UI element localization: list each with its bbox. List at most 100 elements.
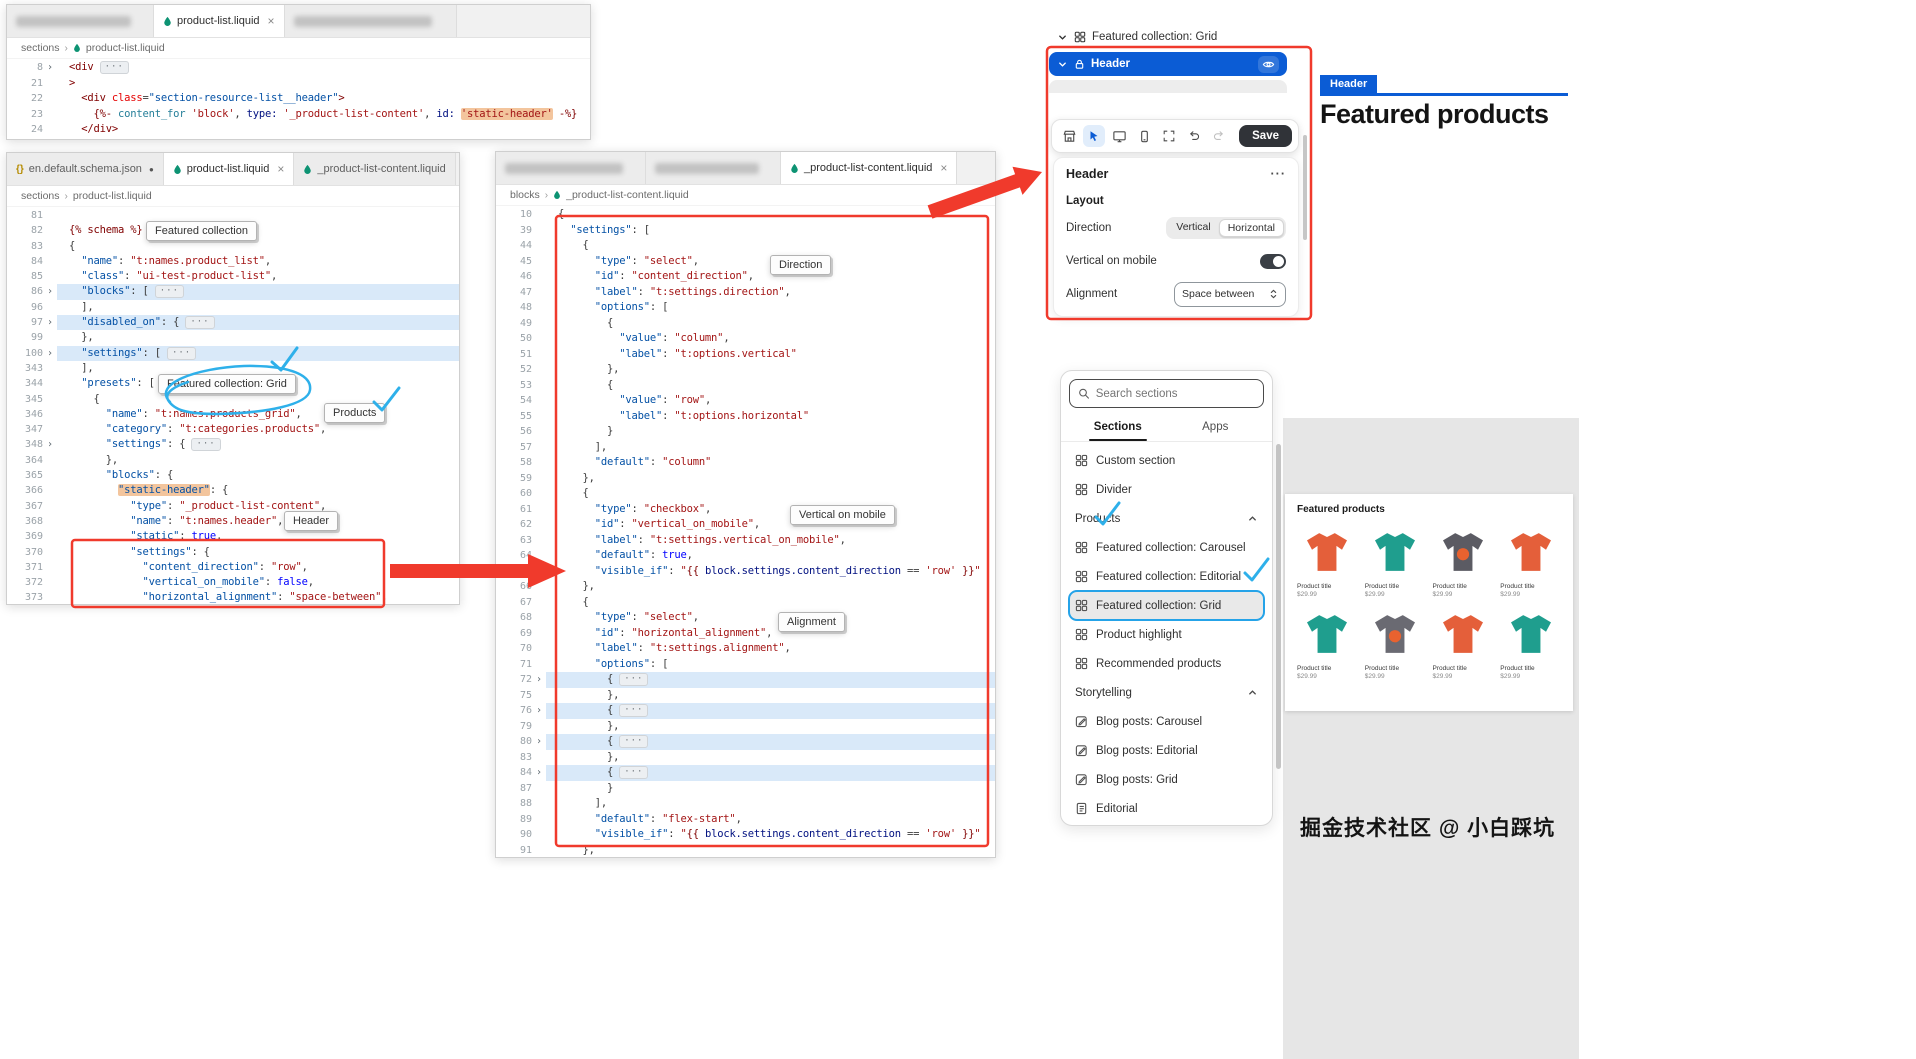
code-line: 83 }, bbox=[519, 750, 620, 763]
preview-header-selection: Header Featured products bbox=[1320, 74, 1570, 130]
list-item-blog-posts-grid[interactable]: Blog posts: Grid bbox=[1069, 765, 1264, 794]
list-item-recommended-products[interactable]: Recommended products bbox=[1069, 649, 1264, 678]
list-item-blog-posts-carousel[interactable]: Blog posts: Carousel bbox=[1069, 707, 1264, 736]
tab-redacted[interactable] bbox=[496, 152, 646, 184]
panel-scrollbar[interactable] bbox=[1303, 135, 1307, 240]
breadcrumb-folder[interactable]: sections bbox=[21, 190, 60, 202]
block-row-header[interactable]: Header bbox=[1049, 52, 1287, 76]
code-line: 97› "disabled_on": { ··· bbox=[7, 315, 459, 331]
code-line: 51 "label": "t:options.vertical" bbox=[519, 347, 797, 360]
code-line: 58 "default": "column" bbox=[519, 456, 712, 468]
product-tile[interactable]: Product title $29.99 bbox=[1365, 605, 1426, 680]
product-tile[interactable]: Product title $29.99 bbox=[1297, 523, 1358, 598]
direction-segmented-control: Vertical Horizontal bbox=[1166, 217, 1286, 239]
tab-apps[interactable]: Apps bbox=[1202, 420, 1229, 433]
code-line: 85 "class": "ui-test-product-list", bbox=[30, 270, 278, 283]
visibility-toggle[interactable] bbox=[1258, 55, 1279, 73]
list-item-product-highlight[interactable]: Product highlight bbox=[1069, 620, 1264, 649]
section-row-featured-collection-grid[interactable]: Featured collection: Grid bbox=[1049, 26, 1283, 48]
code-line: 25 bbox=[7, 138, 590, 140]
group-header-storytelling[interactable]: Storytelling bbox=[1069, 678, 1264, 707]
product-tile[interactable]: Product title $29.99 bbox=[1365, 523, 1426, 598]
code-line: 62 "id": "vertical_on_mobile", bbox=[519, 518, 761, 530]
search-box[interactable] bbox=[1069, 379, 1264, 408]
store-icon[interactable] bbox=[1058, 125, 1080, 147]
product-tile[interactable]: Product title $29.99 bbox=[1433, 605, 1494, 680]
unsaved-dot-icon[interactable]: ● bbox=[148, 164, 154, 174]
direction-option-horizontal[interactable]: Horizontal bbox=[1218, 219, 1284, 237]
code-area[interactable]: 10{39 "settings": [44 {45 "type": "selec… bbox=[496, 206, 995, 857]
partially-hidden-row bbox=[1049, 80, 1287, 93]
breadcrumb-folder[interactable]: blocks bbox=[510, 189, 540, 201]
product-price: $29.99 bbox=[1432, 591, 1453, 598]
product-tile[interactable]: Product title $29.99 bbox=[1500, 605, 1561, 680]
code-area[interactable]: 8›<div ···21>22 <div class="section-reso… bbox=[7, 59, 590, 140]
product-image bbox=[1297, 523, 1358, 581]
code-line: 60 { bbox=[519, 487, 589, 499]
product-tile[interactable]: Product title $29.99 bbox=[1500, 523, 1561, 598]
callout-products: Products bbox=[324, 403, 386, 423]
direction-option-vertical[interactable]: Vertical bbox=[1176, 221, 1211, 233]
search-input[interactable] bbox=[1095, 387, 1255, 400]
tab-en-default-schema-json[interactable]: {} en.default.schema.json ● bbox=[7, 153, 164, 185]
group-header-products[interactable]: Products bbox=[1069, 504, 1264, 533]
code-line: 69 "id": "horizontal_alignment", bbox=[519, 626, 773, 639]
close-tab-icon[interactable]: × bbox=[940, 161, 948, 175]
list-scrollbar[interactable] bbox=[1276, 444, 1281, 769]
list-item-featured-collection-grid[interactable]: Featured collection: Grid bbox=[1068, 590, 1265, 621]
list-item-editorial[interactable]: Editorial bbox=[1069, 794, 1264, 823]
tab-product-list-liquid[interactable]: product-list.liquid × bbox=[163, 153, 295, 185]
code-line: 61 "type": "checkbox", bbox=[519, 502, 712, 515]
product-tile[interactable]: Product title $29.99 bbox=[1433, 523, 1494, 598]
redo-icon[interactable] bbox=[1208, 125, 1230, 147]
section-grid-icon bbox=[1075, 541, 1088, 554]
undo-icon[interactable] bbox=[1183, 125, 1205, 147]
code-line: 55 "label": "t:options.horizontal" bbox=[519, 409, 810, 422]
product-tile[interactable]: Product title $29.99 bbox=[1297, 605, 1358, 680]
desktop-icon[interactable] bbox=[1108, 125, 1130, 147]
tab-product-list-content-liquid[interactable]: _product-list-content.liquid × bbox=[781, 152, 958, 184]
alignment-select[interactable]: Space between bbox=[1174, 281, 1286, 307]
code-line: 367 "type": "_product-list-content", bbox=[24, 499, 327, 512]
product-title: Product title bbox=[1364, 665, 1400, 672]
code-line: 39 "settings": [ bbox=[519, 223, 650, 236]
tab-label: product-list.liquid bbox=[186, 163, 270, 175]
vertical-on-mobile-toggle[interactable] bbox=[1260, 253, 1286, 269]
search-icon bbox=[1079, 388, 1089, 399]
tab-product-list-liquid[interactable]: product-list.liquid × bbox=[154, 5, 285, 37]
code-line: 364 }, bbox=[24, 453, 118, 466]
list-item-featured-collection-editorial[interactable]: Featured collection: Editorial bbox=[1069, 562, 1264, 591]
tab-redacted[interactable] bbox=[7, 5, 154, 37]
more-menu-icon[interactable]: ··· bbox=[1270, 167, 1286, 181]
fullscreen-icon[interactable] bbox=[1158, 125, 1180, 147]
tab-product-list-content-liquid[interactable]: _product-list-content.liquid bbox=[294, 153, 456, 185]
inspector-icon[interactable] bbox=[1083, 125, 1105, 147]
breadcrumb-file[interactable]: product-list.liquid bbox=[72, 190, 152, 202]
code-line: 84 "name": "t:names.product_list", bbox=[30, 254, 272, 267]
code-line: 348› "settings": { ··· bbox=[7, 437, 459, 452]
code-line: 80› { ··· bbox=[496, 734, 995, 750]
editor-toolbar: Save bbox=[1051, 119, 1299, 153]
tab-redacted[interactable] bbox=[284, 5, 457, 37]
tab-sections[interactable]: Sections bbox=[1069, 412, 1167, 441]
list-item-divider[interactable]: Divider bbox=[1069, 475, 1264, 504]
list-item-blog-posts-editorial[interactable]: Blog posts: Editorial bbox=[1069, 736, 1264, 765]
list-item-featured-collection-carousel[interactable]: Featured collection: Carousel bbox=[1069, 533, 1264, 562]
save-button[interactable]: Save bbox=[1239, 125, 1292, 147]
section-row-label: Featured collection: Grid bbox=[1092, 31, 1218, 43]
document-icon bbox=[1076, 802, 1087, 815]
code-line: 81 bbox=[30, 210, 43, 221]
breadcrumb-folder[interactable]: sections bbox=[21, 42, 60, 54]
settings-section-label: Layout bbox=[1066, 195, 1104, 207]
breadcrumb-file[interactable]: _product-list-content.liquid bbox=[566, 189, 689, 201]
selection-outline bbox=[1320, 93, 1568, 96]
breadcrumb-file[interactable]: product-list.liquid bbox=[85, 42, 165, 54]
close-tab-icon[interactable]: × bbox=[277, 162, 285, 176]
tab-redacted[interactable] bbox=[646, 152, 781, 184]
edit-icon bbox=[1075, 774, 1087, 786]
code-line: 8›<div ··· bbox=[7, 60, 590, 76]
close-tab-icon[interactable]: × bbox=[267, 14, 275, 28]
list-item-custom-section[interactable]: Custom section bbox=[1069, 446, 1264, 475]
mobile-icon[interactable] bbox=[1133, 125, 1155, 147]
